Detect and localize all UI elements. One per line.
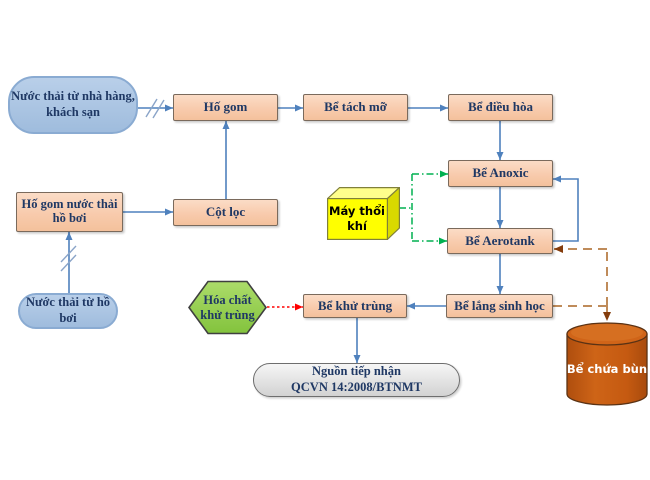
node-cot-loc: Cột lọc bbox=[173, 199, 278, 226]
node-label: Bể lắng sinh học bbox=[454, 297, 545, 313]
air-supply-lines bbox=[399, 170, 448, 245]
node-be-aerotank: Bể Aerotank bbox=[447, 228, 553, 254]
node-label: Máy thổi khí bbox=[329, 204, 385, 233]
node-label: Bể tách mỡ bbox=[324, 99, 387, 115]
node-label: Bể Anoxic bbox=[472, 165, 529, 181]
pipe-break-marks bbox=[60, 98, 165, 272]
sludge-lines bbox=[553, 245, 611, 321]
node-label: Bể Aerotank bbox=[465, 232, 535, 248]
node-label: Hóa chất khử trùng bbox=[200, 292, 255, 322]
node-label: Bể khử trùng bbox=[317, 297, 393, 313]
node-label: Cột lọc bbox=[205, 204, 246, 220]
hexagon-shape bbox=[188, 280, 267, 335]
break-mark-icon bbox=[152, 99, 165, 119]
node-label: Nước thải từ hồ bơi bbox=[25, 295, 111, 325]
node-label: Nước thải từ nhà hàng, khách sạn bbox=[11, 89, 135, 119]
node-label: Hố gom bbox=[203, 99, 248, 115]
node-label-line2: QCVN 14:2008/BTNMT bbox=[291, 380, 422, 394]
node-be-chua-bun: Bể chứa bùn bbox=[566, 322, 648, 407]
arrow-aerotank-recirc-anoxic bbox=[553, 175, 579, 242]
node-be-tach-mo: Bể tách mỡ bbox=[303, 94, 408, 121]
node-ho-gom: Hố gom bbox=[173, 94, 278, 121]
node-may-thoi-khi: Máy thổi khí bbox=[326, 186, 401, 241]
node-be-lang-sinh-hoc: Bể lắng sinh học bbox=[446, 294, 553, 318]
node-be-anoxic: Bể Anoxic bbox=[448, 160, 553, 187]
cylinder-shape bbox=[566, 322, 648, 406]
node-label: Hố gom nước thải hồ bơi bbox=[21, 197, 118, 225]
node-be-khu-trung: Bể khử trùng bbox=[303, 294, 407, 318]
node-hoa-chat-khu-trung: Hóa chất khử trùng bbox=[187, 280, 268, 335]
break-mark-icon bbox=[145, 98, 158, 118]
break-mark-icon bbox=[60, 245, 77, 263]
node-source-restaurant: Nước thải từ nhà hàng, khách sạn bbox=[8, 76, 138, 134]
node-source-pool: Nước thải từ hồ bơi bbox=[18, 293, 118, 329]
node-label: Bể chứa bùn bbox=[566, 362, 648, 376]
node-nguon-tiep-nhan: Nguồn tiếp nhận QCVN 14:2008/BTNMT bbox=[253, 363, 460, 397]
break-mark-icon bbox=[60, 254, 77, 272]
node-label: Bể điều hòa bbox=[467, 99, 533, 115]
node-label-line1: Nguồn tiếp nhận bbox=[312, 364, 401, 379]
cube-shape bbox=[326, 186, 401, 241]
node-be-dieu-hoa: Bể điều hòa bbox=[448, 94, 553, 121]
node-ho-gom-ho-boi: Hố gom nước thải hồ bơi bbox=[16, 192, 123, 232]
